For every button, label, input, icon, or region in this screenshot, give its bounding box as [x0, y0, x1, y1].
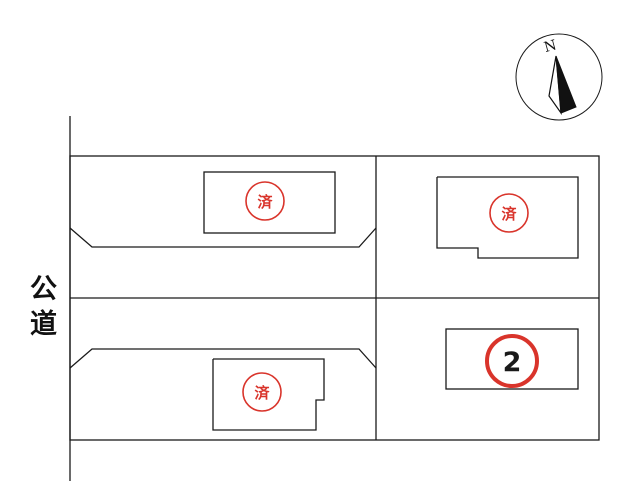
road-label-line1: 公: [30, 274, 57, 305]
lot-number-ring: [485, 334, 539, 388]
lot-bottom-right-number-mark[interactable]: 2: [485, 334, 539, 388]
lot-bottom-left-driveway: [69, 348, 377, 369]
sold-mark-text: 済: [254, 384, 270, 402]
lot-bottom-left-sold-mark: 済: [242, 372, 282, 412]
north-arrow-fill-icon: [555, 55, 577, 114]
sold-mark-text: 済: [501, 205, 517, 223]
sold-mark-circle: [245, 181, 285, 221]
sold-mark-circle: [489, 193, 529, 233]
lot-top-right-building: [436, 176, 579, 259]
lot-top-left-building: [203, 171, 336, 234]
north-label: N: [542, 37, 558, 56]
north-compass: N: [515, 33, 603, 121]
sold-mark-text: 済: [257, 193, 273, 211]
lot-bottom-left-building: [212, 358, 325, 431]
road-label-line2: 道: [30, 308, 57, 340]
lot-top-left-driveway: [69, 227, 377, 248]
lot-bottom-right-building: [445, 328, 579, 390]
lot-top-left-sold-mark: 済: [245, 181, 285, 221]
lot-number-text: 2: [503, 347, 522, 378]
lot-top-right-sold-mark: 済: [489, 193, 529, 233]
sold-mark-circle: [242, 372, 282, 412]
